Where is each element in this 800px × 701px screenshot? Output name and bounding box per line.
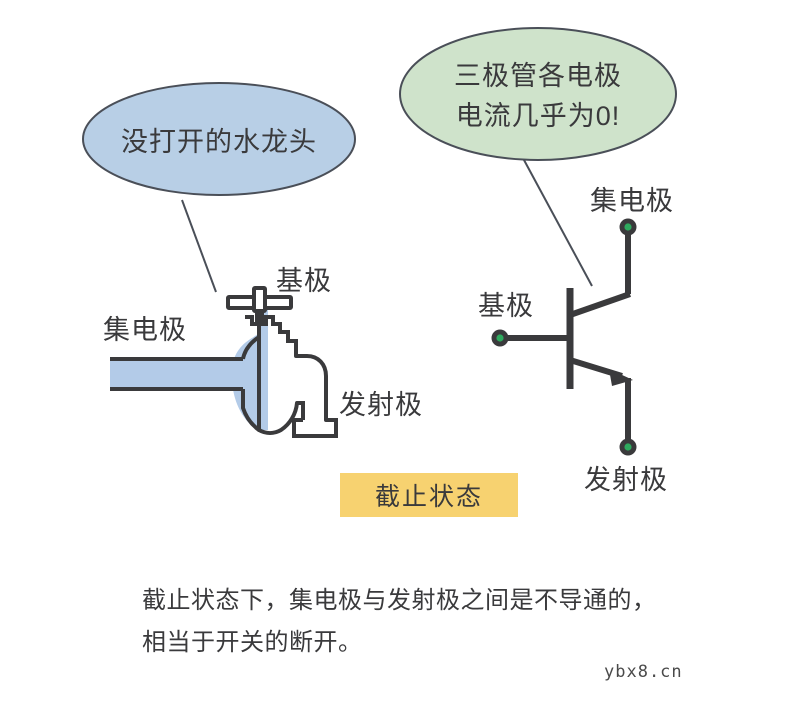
faucet-bulb-left-outline: [241, 335, 261, 432]
transistor-base-label: 基极: [478, 291, 534, 321]
transistor-collector-slant: [569, 291, 631, 318]
faucet-callout-shape: [82, 82, 356, 293]
faucet-base-label: 基极: [276, 266, 332, 296]
transistor-emitter-label: 发射极: [584, 465, 668, 495]
caption-line-2: 相当于开关的断开。: [142, 629, 363, 656]
transistor-collector-label: 集电极: [590, 186, 674, 216]
state-badge-label: 截止状态: [374, 483, 483, 511]
faucet-pipe-water: [110, 360, 245, 388]
transistor-drawing: [491, 218, 637, 456]
transistor-callout-ellipse: [399, 27, 677, 161]
base-terminal-dot: [496, 334, 504, 342]
faucet-outlet: [292, 418, 338, 438]
caption-text: 截止状态下，集电极与发射极之间是不导通的， 相当于开关的断开。: [142, 580, 702, 664]
caption-line-1: 截止状态下，集电极与发射极之间是不导通的，: [142, 587, 657, 614]
faucet-spout-outer: [294, 354, 328, 422]
faucet-drawing: [110, 286, 338, 438]
faucet-bulb-bottom-outline: [257, 401, 299, 435]
faucet-handle-knob: [252, 286, 267, 313]
faucet-emitter-label: 发射极: [339, 390, 423, 420]
collector-terminal-dot: [624, 223, 632, 231]
faucet-collector-label: 集电极: [103, 315, 187, 345]
transistor-callout-shape: [399, 27, 677, 287]
state-badge: 截止状态: [340, 473, 518, 517]
faucet-callout-tail: [181, 199, 217, 293]
faucet-spout-inner: [297, 401, 305, 420]
watermark: ybx8.cn: [604, 662, 683, 682]
transistor-emitter-arrowhead: [609, 369, 633, 386]
transistor-callout-tail: [523, 159, 593, 287]
faucet-shoulder-right: [257, 315, 298, 356]
emitter-terminal-dot: [624, 443, 632, 451]
faucet-callout-ellipse: [82, 82, 356, 196]
